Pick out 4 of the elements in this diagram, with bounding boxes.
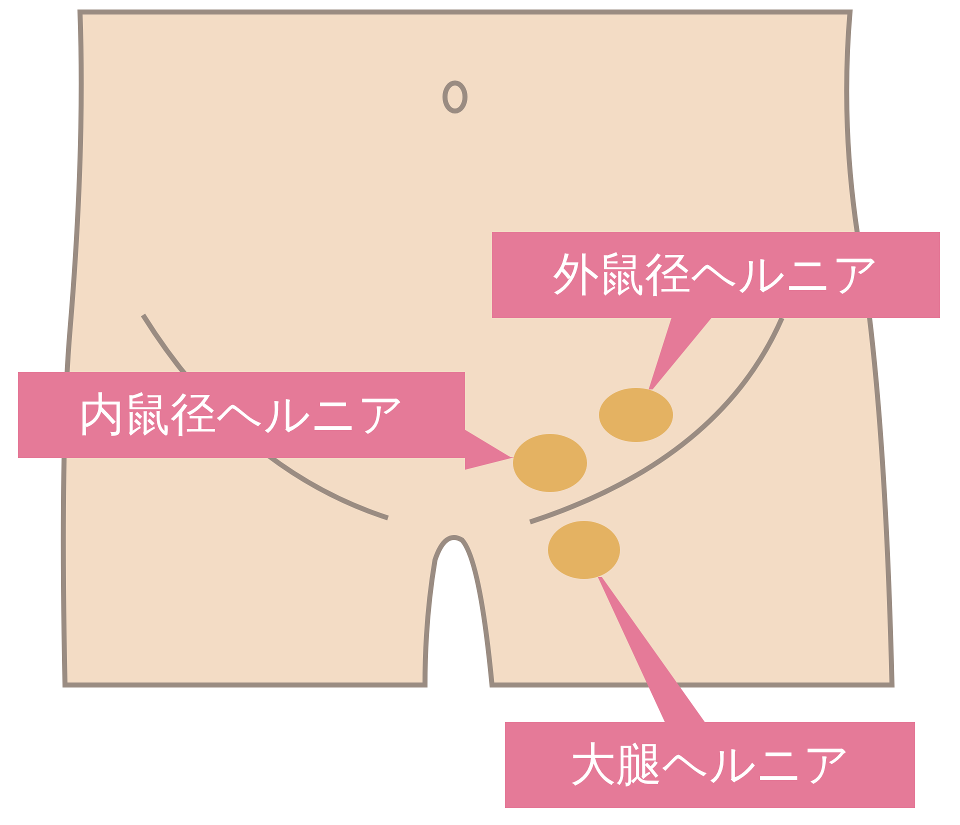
leader-line <box>598 577 705 722</box>
leader-line <box>465 430 515 470</box>
leader-line <box>648 318 712 390</box>
callout-label: 内鼠径ヘルニア <box>18 372 465 458</box>
